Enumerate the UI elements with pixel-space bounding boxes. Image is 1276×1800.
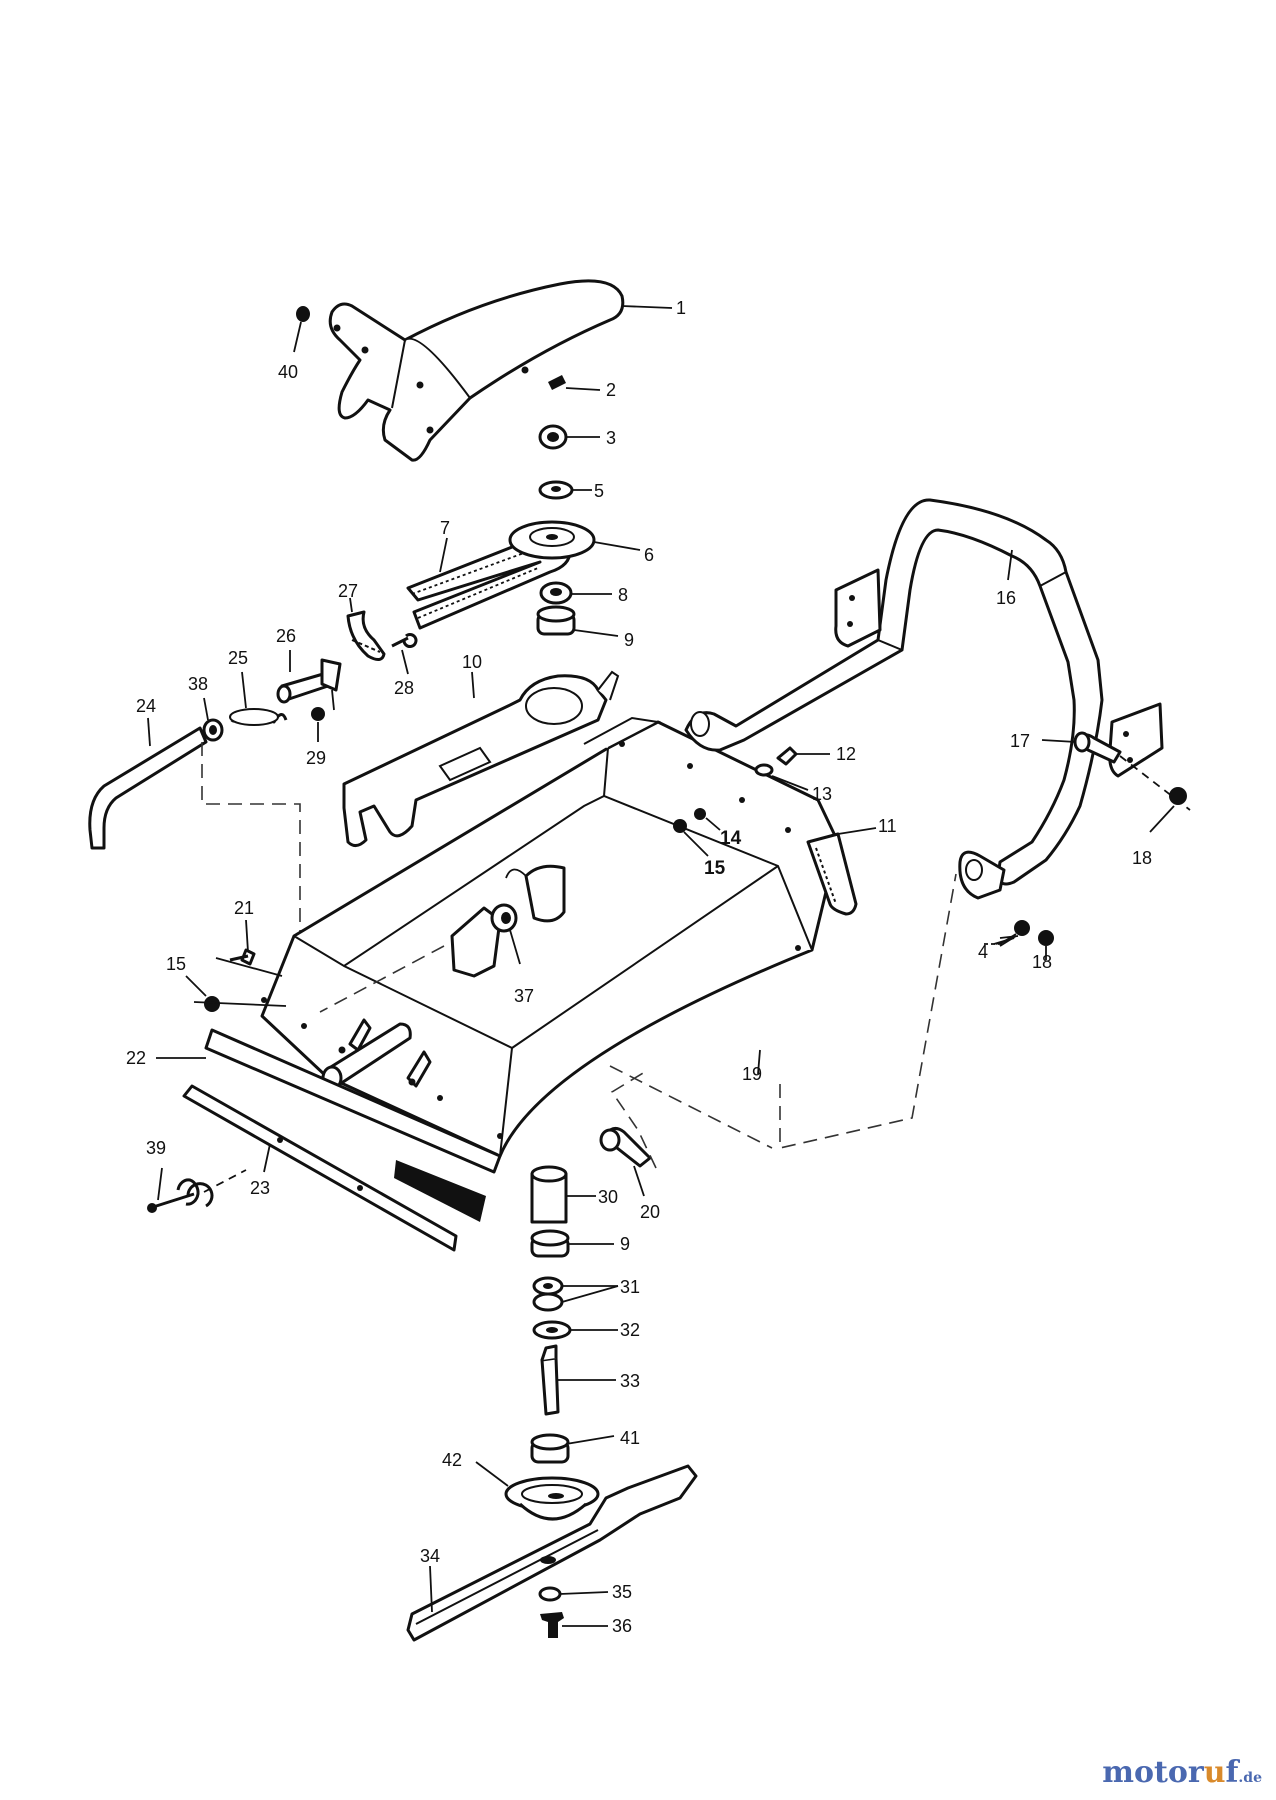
part-21-bolt — [229, 948, 256, 966]
label-12: 12 — [836, 744, 856, 764]
part-1-belt-cover — [328, 279, 625, 462]
label-36: 36 — [612, 1616, 632, 1636]
part-15-nut-left — [204, 996, 220, 1012]
label-41: 41 — [620, 1428, 640, 1448]
label-13: 13 — [812, 784, 832, 804]
label-42: 42 — [442, 1450, 462, 1470]
label-18-lower: 18 — [1032, 952, 1052, 972]
label-21: 21 — [234, 898, 254, 918]
label-40: 40 — [278, 362, 298, 382]
label-35: 35 — [612, 1582, 632, 1602]
part-23-brush-bar — [182, 1084, 458, 1252]
label-24: 24 — [136, 696, 156, 716]
label-32: 32 — [620, 1320, 640, 1340]
part-22-front-lip — [204, 1028, 502, 1174]
label-23: 23 — [250, 1178, 270, 1198]
label-9-bottom: 9 — [620, 1234, 630, 1254]
label-25: 25 — [228, 648, 248, 668]
label-38: 38 — [188, 674, 208, 694]
part-18-nut-lower — [1038, 930, 1054, 946]
label-31: 31 — [620, 1277, 640, 1297]
part-39-spring-pin — [149, 1178, 214, 1210]
part-12-bolt — [776, 746, 798, 766]
part-11-rear-flap — [806, 832, 858, 916]
label-9-top: 9 — [624, 630, 634, 650]
label-39: 39 — [146, 1138, 166, 1158]
label-1: 1 — [676, 298, 686, 318]
label-26: 26 — [276, 626, 296, 646]
label-8: 8 — [618, 585, 628, 605]
part-15-bolt-right — [673, 819, 687, 833]
label-22: 22 — [126, 1048, 146, 1068]
label-15-left: 15 — [166, 954, 186, 974]
part-16-handle — [684, 498, 1104, 886]
label-7: 7 — [440, 518, 450, 538]
part-24-rod — [88, 726, 208, 850]
part-14-nut — [694, 808, 706, 820]
label-15-right: 15 — [704, 858, 726, 879]
part-axle-tube — [324, 1022, 412, 1086]
label-3: 3 — [606, 428, 616, 448]
part-35-washer — [538, 1586, 562, 1602]
part-4-nut — [1014, 920, 1030, 936]
label-28: 28 — [394, 678, 414, 698]
label-10: 10 — [462, 652, 482, 672]
label-11: 11 — [878, 816, 897, 836]
label-5: 5 — [594, 481, 604, 501]
part-29-nut — [311, 707, 325, 721]
part-28-bolt — [391, 633, 418, 648]
part-37-adjuster — [450, 906, 502, 978]
label-30: 30 — [598, 1187, 618, 1207]
label-29: 29 — [306, 748, 326, 768]
label-18-upper: 18 — [1132, 848, 1152, 868]
label-20: 20 — [640, 1202, 660, 1222]
part-40-nut — [296, 306, 310, 322]
label-2: 2 — [606, 380, 616, 400]
label-34: 34 — [420, 1546, 440, 1566]
part-2-screw — [548, 375, 566, 390]
part-33-shaft — [540, 1356, 560, 1416]
label-27: 27 — [338, 581, 358, 601]
part-36-blade-bolt — [540, 1612, 564, 1638]
label-33: 33 — [620, 1371, 640, 1391]
part-18-nut-upper — [1169, 787, 1187, 805]
brand-watermark: motoruf.de — [1102, 1755, 1262, 1790]
label-14: 14 — [720, 828, 742, 849]
label-17: 17 — [1010, 731, 1030, 751]
label-19: 19 — [742, 1064, 762, 1084]
label-37: 37 — [514, 986, 534, 1006]
label-4: 4 — [978, 942, 988, 962]
label-16: 16 — [996, 588, 1016, 608]
part-27-lever — [346, 610, 386, 661]
label-6: 6 — [644, 545, 654, 565]
part-13-washer — [754, 763, 774, 777]
part-23-brush — [394, 1160, 486, 1222]
